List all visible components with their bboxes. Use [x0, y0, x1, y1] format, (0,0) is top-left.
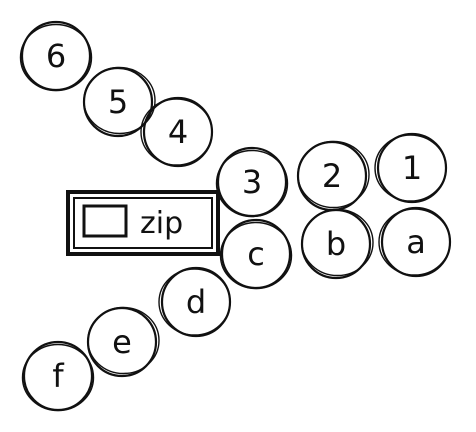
top-node-label: 4 — [168, 113, 188, 151]
circle-outline — [21, 343, 95, 412]
bottom-node-e: e — [86, 306, 160, 378]
bottom-node-label: f — [52, 357, 64, 395]
bottom-node-label: b — [326, 225, 346, 263]
top-node-label: 2 — [322, 157, 342, 195]
circle-outline — [297, 140, 370, 209]
bottom-node-label: c — [247, 235, 265, 273]
zip-label: zip — [140, 206, 183, 241]
bottom-node-label: a — [406, 223, 426, 261]
top-node-label: 5 — [108, 83, 128, 121]
top-node-3: 3 — [215, 146, 289, 218]
circle-outline — [140, 98, 213, 166]
circle-outline — [301, 208, 374, 277]
top-node-5: 5 — [82, 66, 156, 138]
circle-outline — [215, 149, 289, 218]
top-node-2: 2 — [296, 140, 370, 212]
circle-outline — [83, 66, 156, 135]
empty-rectangle-icon — [82, 204, 128, 238]
top-node-4: 4 — [140, 96, 214, 168]
circle-outline — [378, 208, 451, 276]
circle-outline — [158, 268, 231, 336]
zip-box-inner-border — [73, 197, 213, 249]
top-sequence: 6 5 4 3 2 1 — [19, 20, 448, 218]
top-node-1: 1 — [374, 132, 448, 204]
circle-outline — [87, 306, 160, 375]
top-node-label: 3 — [242, 163, 262, 201]
bottom-node-label: d — [186, 283, 206, 321]
circle-outline — [374, 134, 447, 202]
bottom-node-a: a — [378, 206, 452, 278]
top-node-6: 6 — [19, 20, 93, 92]
bottom-sequence: f e d c b a — [21, 206, 452, 412]
bottom-node-b: b — [300, 208, 374, 280]
bottom-node-label: e — [112, 323, 132, 361]
top-node-label: 1 — [402, 149, 422, 187]
bottom-node-d: d — [158, 266, 232, 338]
circle-outline — [19, 23, 93, 92]
circle-outline — [219, 221, 293, 290]
bottom-node-c: c — [219, 218, 293, 290]
bottom-node-f: f — [21, 340, 95, 412]
top-node-label: 6 — [46, 37, 66, 75]
zip-box-outer-border — [66, 190, 220, 256]
zip-box: zip — [66, 190, 220, 256]
